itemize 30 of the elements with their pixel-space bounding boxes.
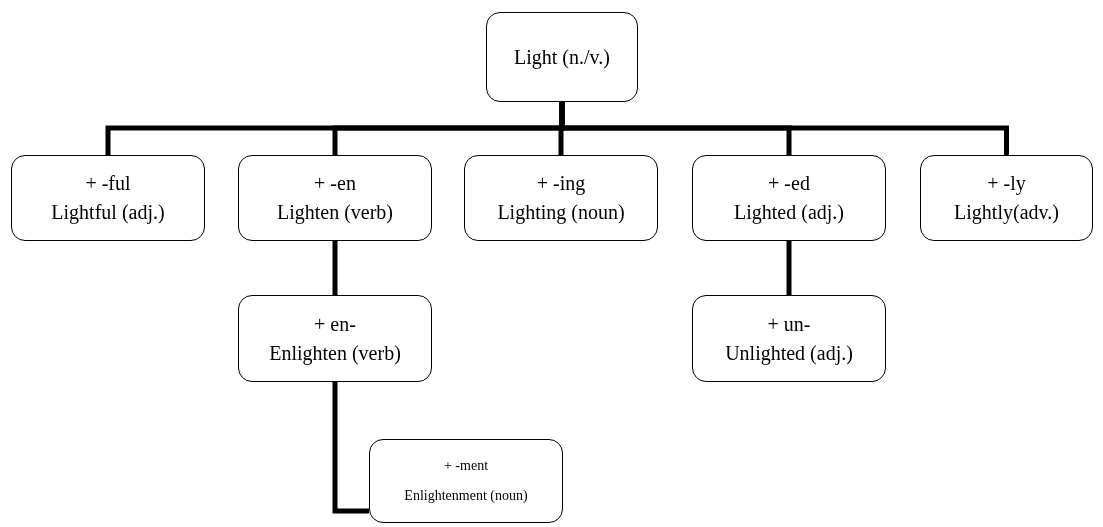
affix-label: + -ing — [536, 172, 586, 195]
affix-label: + -ful — [85, 172, 131, 195]
word-box — [486, 12, 638, 102]
word-box — [238, 155, 432, 241]
connector-line — [559, 102, 1009, 155]
word-label: Lighted (adj.) — [734, 201, 844, 224]
word-box — [238, 295, 432, 382]
word-label: Unlighted (adj.) — [725, 341, 853, 365]
connector-line — [332, 382, 369, 514]
word-box — [692, 295, 886, 382]
affix-label: + -ment — [443, 457, 489, 474]
word-box — [692, 155, 886, 241]
word-label: Lightful (adj.) — [51, 201, 165, 224]
word-label: Light (n./v.) — [514, 45, 610, 69]
word-label: Lighting (noun) — [497, 201, 625, 224]
word-label: Enlightenment (noun) — [404, 488, 528, 505]
word-label: Lightly(adv.) — [954, 201, 1059, 224]
affix-label: + -ed — [768, 172, 810, 195]
affix-label: + -ly — [987, 172, 1026, 195]
word-box — [11, 155, 205, 241]
word-box — [920, 155, 1093, 241]
connector-line — [786, 241, 792, 295]
connector-line — [332, 241, 338, 295]
affix-label: + en- — [314, 312, 356, 336]
word-box — [464, 155, 658, 241]
affix-label: + un- — [767, 312, 811, 336]
word-label: Enlighten (verb) — [269, 341, 401, 365]
word-label: Lighten (verb) — [276, 201, 394, 224]
affix-label: + -en — [314, 172, 356, 195]
word-box — [369, 439, 563, 523]
